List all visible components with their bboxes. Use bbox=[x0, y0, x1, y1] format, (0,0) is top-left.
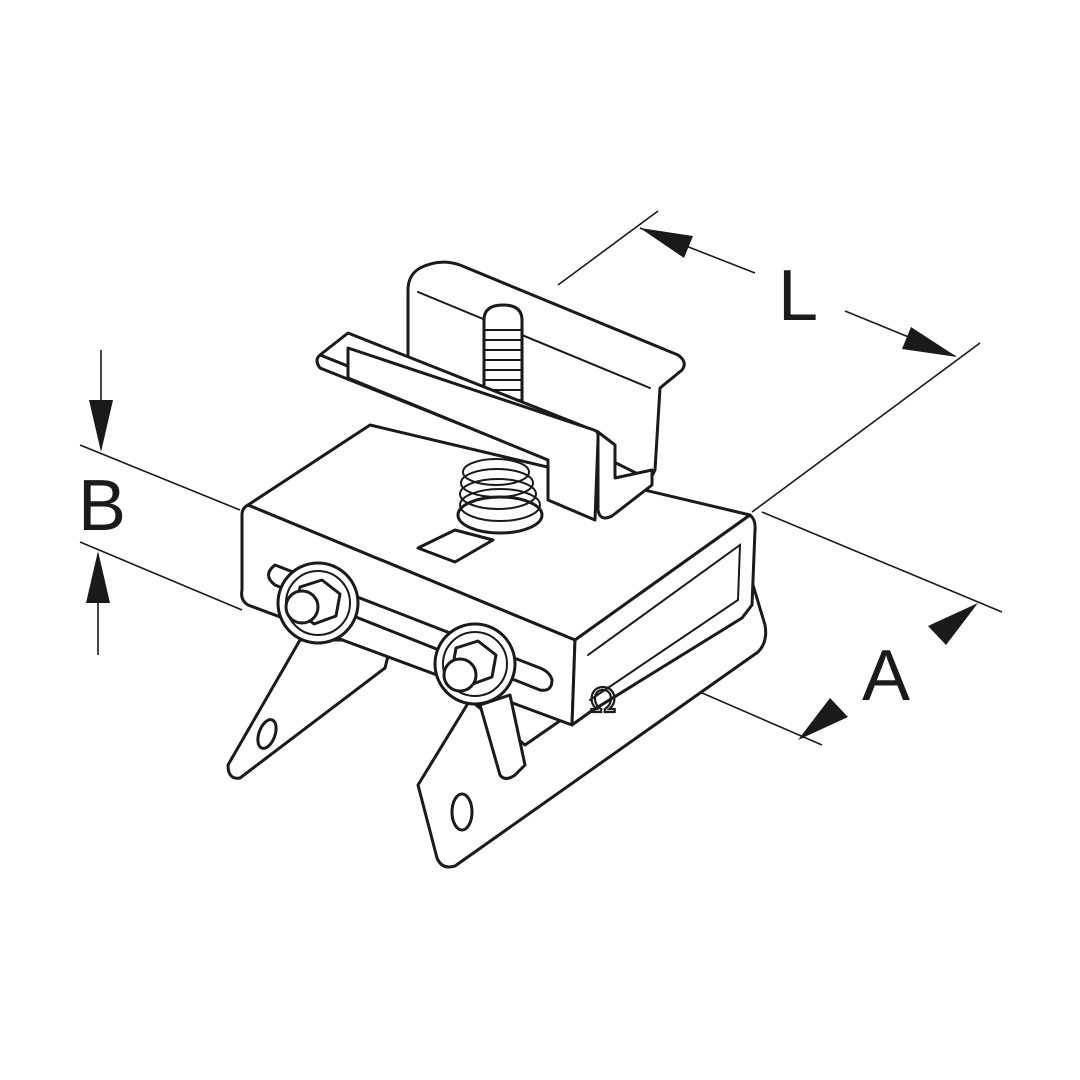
clamp-assembly: Ω bbox=[226, 260, 768, 869]
dimension-a-arrow-top bbox=[928, 603, 978, 645]
dimension-l-extension-left bbox=[557, 210, 659, 286]
dimension-l-arrow-right bbox=[902, 327, 957, 357]
dimension-b: B bbox=[78, 350, 243, 655]
right-tab-hole bbox=[450, 792, 474, 832]
dimension-l: L bbox=[557, 210, 981, 513]
dimension-b-arrow-top bbox=[89, 400, 113, 452]
u-channel-bracket bbox=[596, 430, 654, 520]
dimension-b-arrow-bottom bbox=[86, 551, 110, 603]
dimension-a-arrow-bottom bbox=[798, 698, 848, 740]
dimension-l-label: L bbox=[778, 256, 818, 336]
dimension-a-label: A bbox=[862, 636, 910, 716]
rear-clamp-plate-fold bbox=[417, 291, 651, 389]
channel-right-end-inner bbox=[587, 542, 742, 701]
compression-spring bbox=[456, 458, 544, 535]
dimension-b-extension-bottom bbox=[79, 541, 243, 611]
dimension-l-arrow-left bbox=[640, 228, 693, 258]
left-nut-assembly bbox=[276, 561, 360, 645]
right-nut-assembly bbox=[433, 622, 517, 706]
dimension-a-extension-top bbox=[761, 511, 1003, 613]
top-slot bbox=[416, 528, 495, 564]
omega-clip-icon: Ω bbox=[590, 681, 616, 721]
left-tab-hole bbox=[256, 718, 278, 750]
spring-clip bbox=[478, 693, 527, 780]
left-mounting-tab bbox=[226, 638, 394, 780]
dimension-l-extension-right bbox=[751, 342, 981, 513]
dimension-b-extension-top bbox=[79, 444, 241, 511]
dimension-b-label: B bbox=[78, 466, 126, 546]
